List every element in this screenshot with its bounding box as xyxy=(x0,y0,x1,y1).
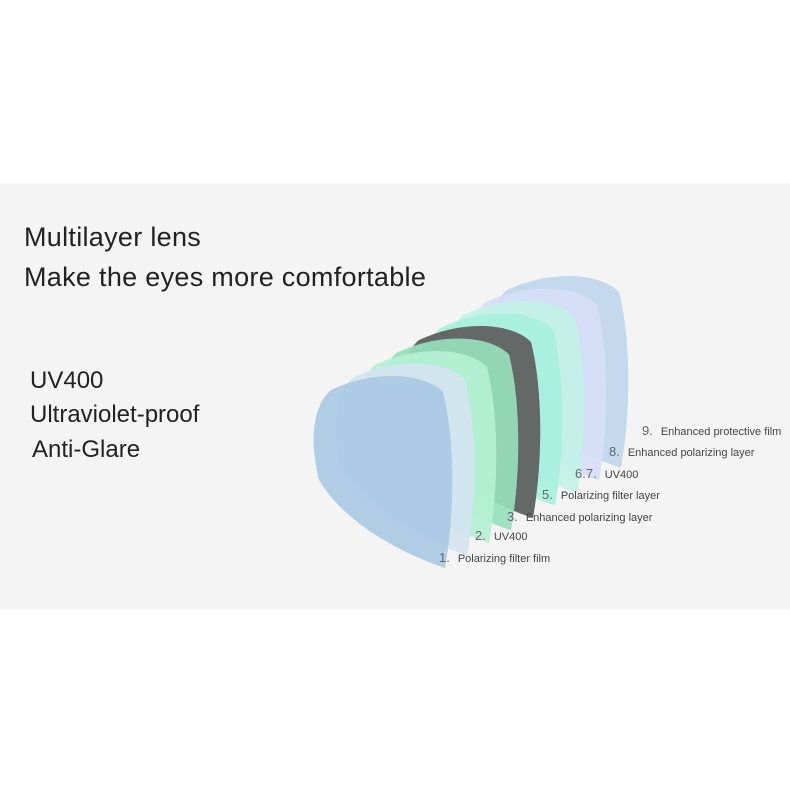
feature-uv400: UV400 xyxy=(30,367,104,394)
layer-label-9: 9.Enhanced protective film xyxy=(642,423,782,438)
layer-label-2: 2.UV400 xyxy=(475,528,528,543)
feature-ultraviolet: Ultraviolet-proof xyxy=(30,401,200,428)
layer-label-8: 8.Enhanced polarizing layer xyxy=(609,444,755,459)
layer-label-1: 1.Polarizing filter film xyxy=(439,550,551,565)
page-title: Multilayer lens xyxy=(24,222,202,252)
page-subtitle: Make the eyes more comfortable xyxy=(24,262,427,292)
layer-label-6-7: 6.7.UV400 xyxy=(575,466,639,481)
lens-layer-1 xyxy=(313,375,453,568)
feature-anti-glare: Anti-Glare xyxy=(32,436,141,463)
layer-label-5: 5.Polarizing filter layer xyxy=(542,487,660,502)
layer-label-3: 3.Enhanced polarizing layer xyxy=(507,509,653,524)
